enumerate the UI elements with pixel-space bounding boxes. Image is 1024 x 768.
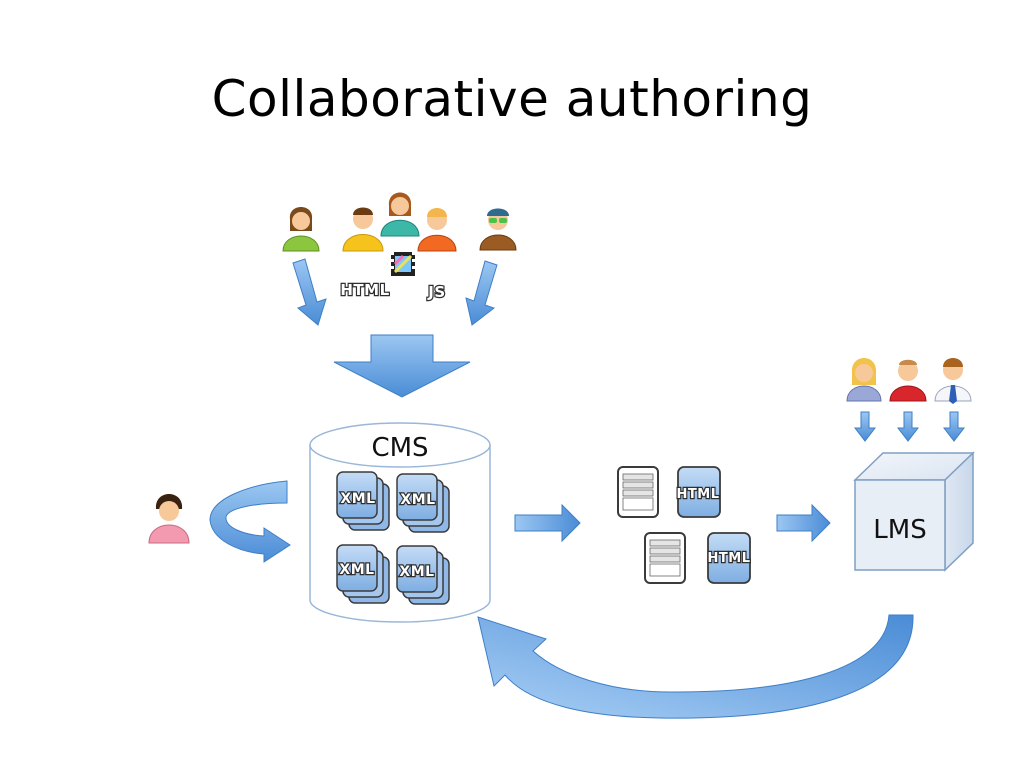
feedback-curve-arrow — [477, 614, 914, 719]
author-arrow-left — [292, 258, 327, 326]
xml-label-4: XML — [399, 564, 434, 580]
author-tag-html: HTML — [340, 281, 389, 299]
cms-label: CMS — [371, 433, 428, 463]
person-suit-icon — [934, 358, 972, 404]
output-html-tile-2 — [707, 532, 751, 584]
person-green-icon — [282, 207, 320, 252]
arrow-cms-to-output — [514, 503, 581, 543]
xml-doc-stack-4 — [396, 545, 450, 605]
xml-label-3: XML — [339, 562, 374, 578]
person-blonde-icon — [846, 358, 882, 402]
xml-doc-stack-1 — [336, 471, 390, 531]
lms-system: LMS — [853, 451, 975, 572]
slide-title: Collaborative authoring — [211, 70, 813, 128]
xml-doc-stack-3 — [336, 544, 390, 604]
xml-label-2: XML — [400, 492, 435, 508]
big-down-arrow — [333, 334, 471, 398]
person-brown-glasses-icon — [479, 208, 517, 251]
person-red-icon — [889, 359, 927, 402]
editor-loop-arrow — [209, 480, 291, 563]
output-html-tile-1 — [677, 466, 721, 518]
film-icon — [391, 252, 415, 276]
learner-arrow-3 — [942, 411, 966, 442]
person-pink-icon — [148, 494, 190, 544]
arrow-output-to-lms — [776, 503, 831, 543]
output-html-label-1: HTML — [677, 487, 720, 502]
xml-label-1: XML — [340, 491, 375, 507]
authors-group: HTML JS — [282, 192, 517, 302]
output-html-label-2: HTML — [708, 551, 751, 566]
output-document-1 — [617, 466, 659, 518]
xml-doc-stack-2 — [396, 473, 450, 533]
cms-repository: CMS — [309, 422, 491, 623]
learner-arrow-1 — [853, 411, 877, 442]
output-document-2 — [644, 532, 686, 584]
learners-group — [846, 358, 972, 404]
author-arrow-right — [465, 260, 498, 326]
author-tag-js: JS — [427, 283, 445, 301]
learner-arrow-2 — [896, 411, 920, 442]
person-teal-icon — [380, 192, 420, 237]
person-orange-icon — [417, 208, 457, 252]
lms-label: LMS — [873, 515, 926, 545]
person-yellow-icon — [342, 207, 384, 252]
